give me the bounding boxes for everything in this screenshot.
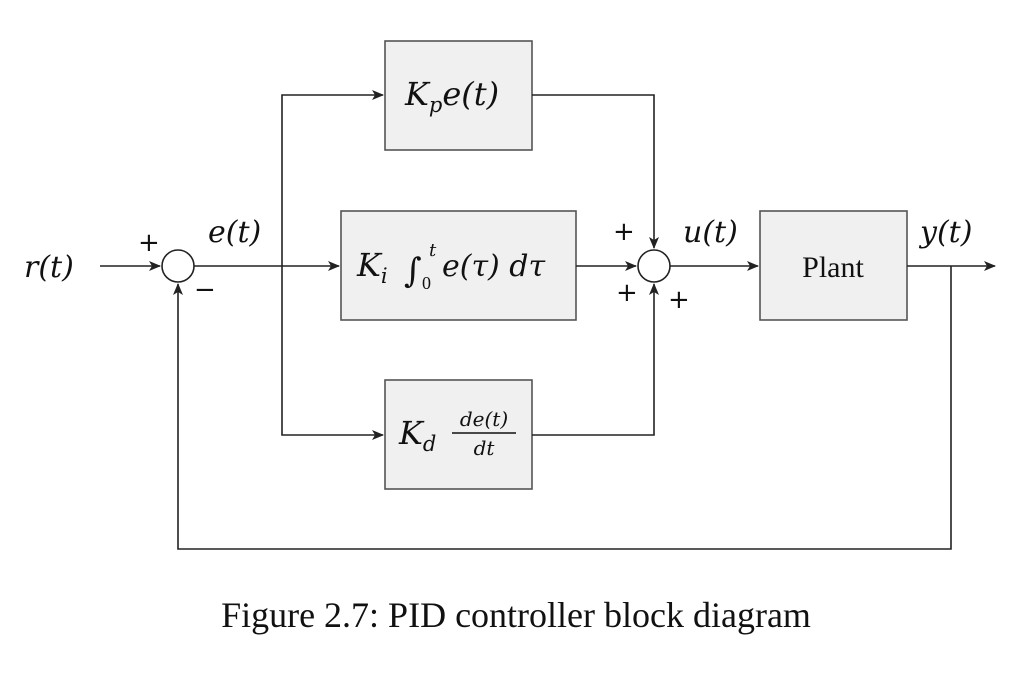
derivative-output-wire [532,283,659,436]
plant-block [759,210,908,321]
derivative-numerator: de(t) [460,407,508,431]
integral-expression: e(τ) dτ [442,249,545,284]
derivative-branch-wire [281,266,384,440]
derivative-denominator: dt [474,436,496,460]
integral-block [340,210,577,321]
output-plus-top-sign: + [613,217,635,247]
error-label: e(t) [208,215,261,250]
proportional-output-wire [532,94,659,249]
plant-label: Plant [802,251,864,284]
proportional-block [384,40,533,151]
output-summing-junction [637,249,671,283]
feedback-wire [173,266,952,550]
integral-sign: ∫ [404,251,422,291]
proportional-formula: Kpe(t) [404,75,499,117]
integral-upper-limit: t [429,240,437,261]
reference-label: r(t) [24,250,74,285]
error-minus-sign: − [194,275,216,305]
output-plus-left-sign: + [616,278,638,308]
output-label: y(t) [918,215,972,250]
proportional-branch-wire [281,90,384,266]
figure-caption: Figure 2.7: PID controller block diagram [221,595,811,635]
output-plus-bottom-sign: + [668,285,690,315]
derivative-block [384,379,533,490]
error-summing-junction [161,249,195,283]
integral-lower-limit: 0 [422,273,431,293]
integral-gain: Ki [356,246,388,288]
control-label: u(t) [683,215,738,250]
error-plus-sign: + [138,228,160,258]
derivative-gain: Kd [398,414,436,456]
